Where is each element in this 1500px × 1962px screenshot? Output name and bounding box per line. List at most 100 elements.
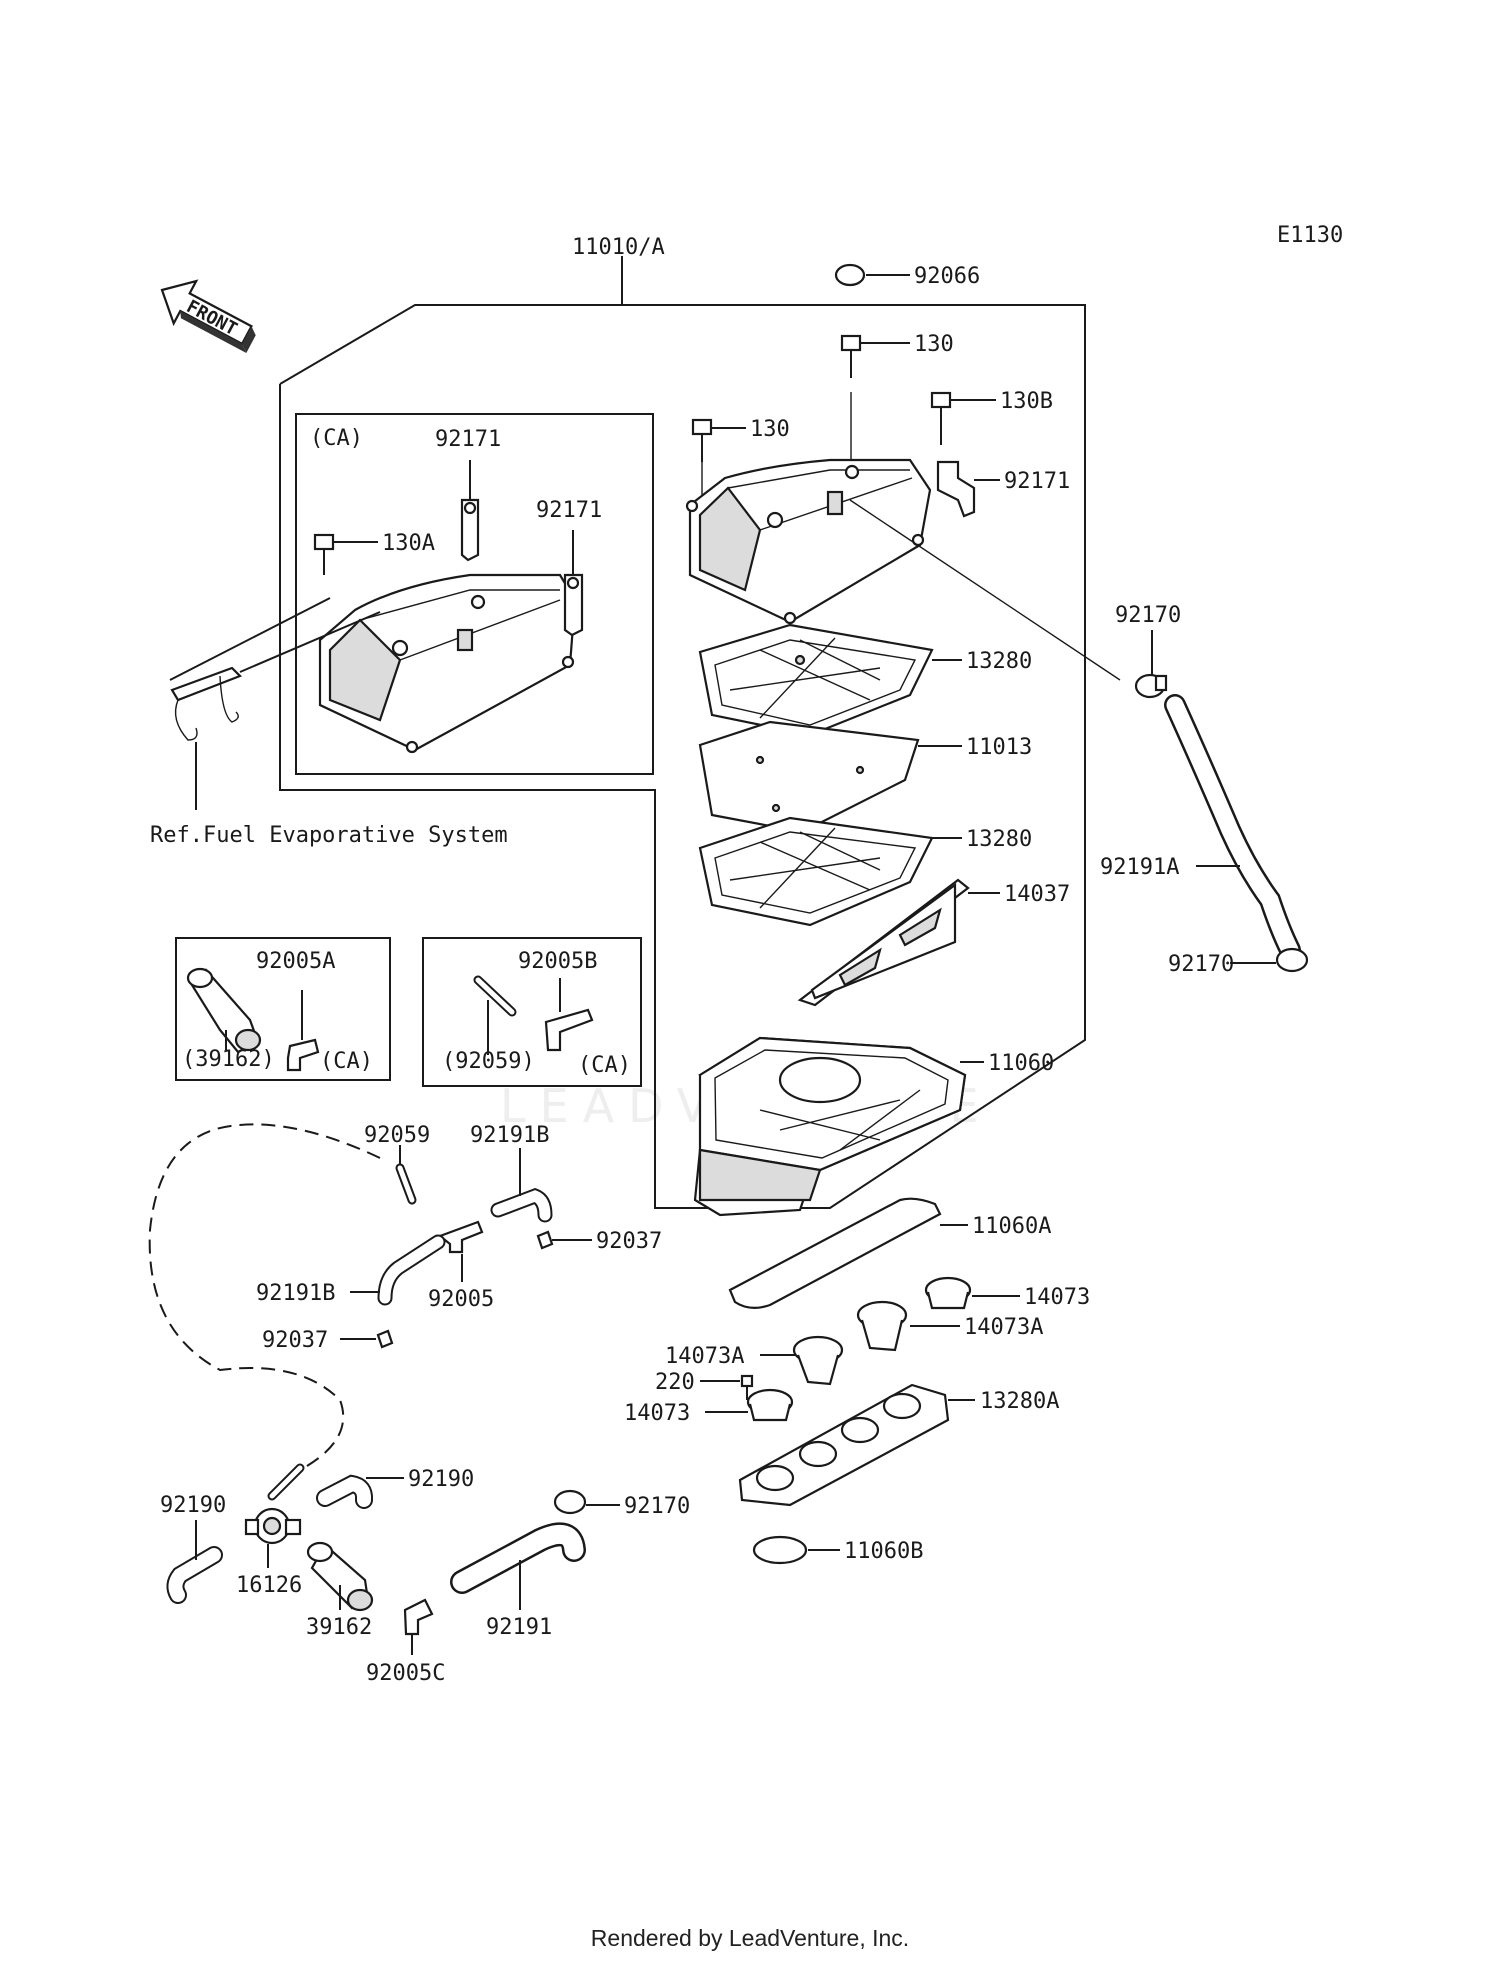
funnel-14073A-right — [856, 1300, 960, 1352]
pipe-link — [267, 1463, 305, 1501]
ca-tag-main: (CA) — [310, 426, 363, 451]
clip-92171-ca1 — [460, 460, 480, 562]
callout-92059-ca: (92059) — [442, 1049, 535, 1074]
callout-92171-right: 92171 — [1004, 469, 1070, 494]
bolt-130-left — [691, 418, 746, 500]
callout-14073A-left: 14073A — [665, 1344, 744, 1369]
air-cleaner-case-11060 — [693, 1036, 984, 1217]
screw-220 — [700, 1374, 754, 1400]
callout-130A: 130A — [382, 531, 435, 556]
callout-92005A: 92005A — [256, 949, 335, 974]
joint-92005C — [403, 1598, 434, 1655]
element-frame-13280-mid — [698, 816, 962, 927]
callout-92171-ca1: 92171 — [435, 427, 501, 452]
clip-92037-right — [536, 1230, 592, 1250]
front-arrow-icon: FRONT — [160, 279, 256, 353]
callout-39162: 39162 — [306, 1615, 372, 1640]
hose-92191B-left — [350, 1234, 446, 1306]
ca-inset-a — [175, 937, 391, 1081]
funnel-14073A-left — [760, 1335, 844, 1386]
bolt-130B — [930, 391, 996, 445]
ca-tag-a: (CA) — [320, 1049, 373, 1074]
tee-92005A — [286, 990, 320, 1072]
assembly-bracket-11010A — [279, 256, 1086, 1209]
callout-92191A: 92191A — [1100, 855, 1179, 880]
callout-92005B: 92005B — [518, 949, 597, 974]
callout-14073A-right: 14073A — [964, 1315, 1043, 1340]
clip-92171-ca2 — [563, 530, 584, 637]
callout-16126: 16126 — [236, 1573, 302, 1598]
callout-92005: 92005 — [428, 1287, 494, 1312]
o-ring-11060B — [752, 1535, 840, 1565]
callout-130B: 130B — [1000, 389, 1053, 414]
evap-bracket — [169, 597, 381, 810]
diagram-code: E1130 — [1277, 223, 1343, 248]
callout-14037: 14037 — [1004, 882, 1070, 907]
callout-92191: 92191 — [486, 1615, 552, 1640]
pipe-92059 — [395, 1145, 417, 1205]
callout-14073-top: 14073 — [1024, 1285, 1090, 1310]
ca-inset-box — [295, 413, 654, 775]
callout-92190-right: 92190 — [408, 1467, 474, 1492]
footer-credit: Rendered by LeadVenture, Inc. — [590, 1925, 910, 1951]
callout-92170-mid: 92170 — [1168, 952, 1234, 977]
funnel-14073-left — [705, 1388, 794, 1422]
holder-plate-13280A — [738, 1383, 975, 1507]
ref-note: Ref.Fuel Evaporative System — [150, 823, 508, 848]
ca-tag-b: (CA) — [578, 1053, 631, 1078]
routing-dashed-line — [148, 1123, 381, 1471]
valve-16126 — [244, 1507, 302, 1568]
callout-92171-ca2: 92171 — [536, 498, 602, 523]
hose-92190-left — [166, 1520, 223, 1604]
clamp-92170-top — [1134, 630, 1168, 699]
filter-element-11013 — [698, 720, 962, 834]
callout-11013: 11013 — [966, 735, 1032, 760]
callout-13280A: 13280A — [980, 1389, 1059, 1414]
air-cleaner-cover — [685, 458, 1121, 681]
callout-92191B-left: 92191B — [256, 1281, 335, 1306]
clip-92171-right — [936, 460, 1000, 518]
element-frame-13280-top — [698, 623, 962, 737]
callout-92066: 92066 — [914, 264, 980, 289]
hose-92190-right — [316, 1474, 404, 1509]
callout-13280-mid: 13280 — [966, 827, 1032, 852]
bolt-130A — [313, 533, 378, 575]
hose-92191 — [450, 1522, 586, 1610]
callout-92170-top: 92170 — [1115, 603, 1181, 628]
callout-92190-left: 92190 — [160, 1493, 226, 1518]
hose-92191B-top — [490, 1148, 553, 1223]
clip-92037-left — [340, 1329, 394, 1349]
clamp-92170-mid — [1230, 947, 1309, 973]
callout-92191B-top: 92191B — [470, 1123, 549, 1148]
callout-11010A: 11010/A — [572, 235, 665, 260]
callout-92037-left: 92037 — [262, 1328, 328, 1353]
ca-inset-b — [422, 937, 642, 1087]
callout-13280-top: 13280 — [966, 649, 1032, 674]
tee-92005B — [544, 978, 594, 1052]
callout-39162-ca: (39162) — [182, 1047, 275, 1072]
callout-92059: 92059 — [364, 1123, 430, 1148]
clamp-92170-bot — [553, 1489, 620, 1515]
air-cleaner-cover-ca — [318, 573, 577, 754]
funnel-14073-top — [924, 1276, 1020, 1310]
tee-92005 — [437, 1220, 484, 1282]
gasket-11060A — [728, 1197, 968, 1309]
callout-14073-left: 14073 — [624, 1401, 690, 1426]
callout-220: 220 — [655, 1370, 695, 1395]
canister-39162 — [306, 1541, 374, 1612]
callout-92005C: 92005C — [366, 1661, 445, 1686]
callout-11060B: 11060B — [844, 1539, 923, 1564]
hose-92191A — [1164, 694, 1301, 961]
callout-11060: 11060 — [988, 1051, 1054, 1076]
filter-panel-14037 — [797, 878, 1000, 1007]
pipe-92059-ca — [473, 975, 517, 1055]
callout-92170-bot: 92170 — [624, 1494, 690, 1519]
cap-92066 — [834, 263, 910, 287]
callout-92037-right: 92037 — [596, 1229, 662, 1254]
callout-130-top: 130 — [914, 332, 954, 357]
callout-11060A: 11060A — [972, 1214, 1051, 1239]
bolt-130-top — [840, 334, 910, 460]
callout-130-left: 130 — [750, 417, 790, 442]
canister-39162-ca — [186, 967, 262, 1054]
